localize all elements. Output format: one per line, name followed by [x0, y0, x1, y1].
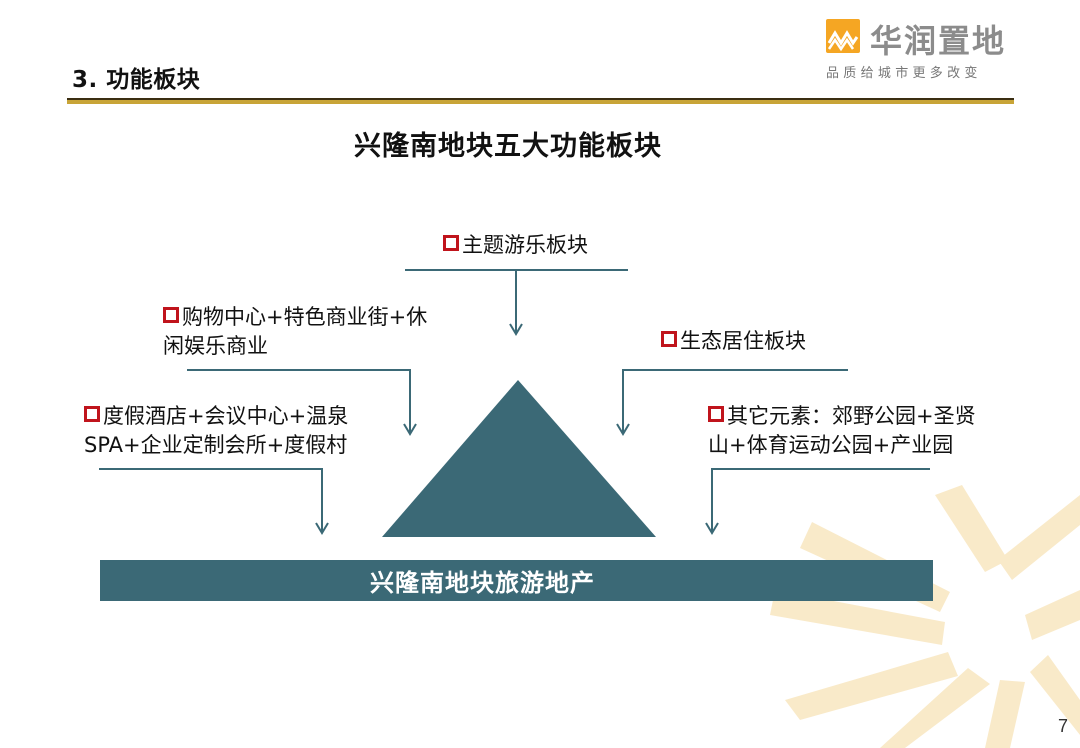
function-item-residential: 生态居住板块	[661, 327, 806, 356]
square-bullet-icon	[443, 235, 459, 251]
function-item-other-elements: 其它元素：郊野公园+圣贤 山+体育运动公园+产业园	[708, 402, 976, 460]
page-number: 7	[1058, 716, 1068, 737]
function-item-theme-park: 主题游乐板块	[443, 231, 588, 260]
function-item-label-line2: 闲娱乐商业	[163, 332, 427, 361]
function-item-label: 生态居住板块	[680, 329, 806, 353]
square-bullet-icon	[84, 406, 100, 422]
function-item-commercial: 购物中心+特色商业街+休 闲娱乐商业	[163, 303, 427, 361]
function-item-label: 主题游乐板块	[462, 233, 588, 257]
function-item-label-line2: 山+体育运动公园+产业园	[708, 431, 976, 460]
connector-left-lower	[99, 469, 322, 533]
square-bullet-icon	[661, 331, 677, 347]
function-item-resort: 度假酒店+会议中心+温泉 SPA+企业定制会所+度假村	[84, 402, 348, 460]
function-item-label: 购物中心+特色商业街+休	[182, 305, 427, 329]
connector-right-lower	[712, 469, 930, 533]
function-item-label-line2: SPA+企业定制会所+度假村	[84, 431, 348, 460]
function-item-label: 其它元素：郊野公园+圣贤	[727, 404, 976, 428]
pyramid	[382, 380, 656, 537]
function-item-label: 度假酒店+会议中心+温泉	[103, 404, 348, 428]
square-bullet-icon	[708, 406, 724, 422]
square-bullet-icon	[163, 307, 179, 323]
base-bar: 兴隆南地块旅游地产	[100, 560, 933, 601]
base-bar-label: 兴隆南地块旅游地产	[370, 563, 663, 598]
